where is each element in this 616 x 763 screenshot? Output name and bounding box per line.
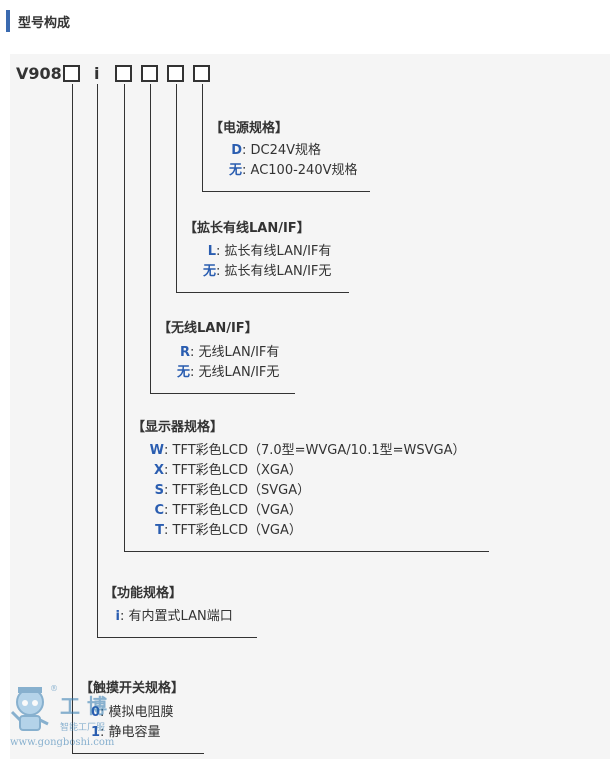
lan-if-item-desc: 拡长有线LAN/IF无 <box>224 264 332 279</box>
lan-if-item-code: 无 <box>202 264 216 279</box>
wireless-connector-hline <box>150 393 295 394</box>
display-item-sep: : <box>164 463 169 478</box>
lan-if-item-code: L <box>207 244 216 259</box>
power-connector-hline <box>202 191 370 192</box>
lan-if-item-desc: 拡长有线LAN/IF有 <box>224 244 332 259</box>
function-item-desc: 有内置式LAN端口 <box>128 609 233 624</box>
header-accent-bar <box>6 10 10 32</box>
watermark-url: www.gongboshi.com <box>10 737 115 748</box>
display-item-code: C <box>154 503 164 518</box>
display-connector-hline <box>124 551 489 552</box>
power-item-desc: AC100-240V规格 <box>250 163 358 178</box>
lan-if-item-sep: : <box>216 244 221 259</box>
touch-connector-vline <box>72 84 73 753</box>
display-item-sep: : <box>164 523 169 538</box>
power-item-sep: : <box>242 143 247 158</box>
lan-if-item: L: 拡长有线LAN/IF有 <box>194 240 332 259</box>
section-header: 型号构成 <box>0 0 616 42</box>
power-item-code: 无 <box>228 163 242 178</box>
touch-section-title: 【触摸开关规格】 <box>80 681 185 696</box>
display-slot-box <box>115 65 132 82</box>
function-item-code: i <box>115 609 120 624</box>
function-connector-vline <box>97 84 98 637</box>
lan-if-item-sep: : <box>216 264 221 279</box>
watermark-reg: ® <box>50 684 58 693</box>
touch-item-desc: 模拟电阻膜 <box>108 705 174 720</box>
display-item-code: X <box>153 463 164 478</box>
lan-if-connector-vline <box>176 84 177 292</box>
power-item-desc: DC24V规格 <box>250 143 322 158</box>
touch-item: 0: 模拟电阻膜 <box>84 701 174 720</box>
section-title: 型号构成 <box>18 16 71 31</box>
wireless-item-code: 无 <box>176 365 190 380</box>
display-connector-vline <box>124 84 125 551</box>
touch-item-code: 1 <box>90 725 100 740</box>
power-slot-box <box>193 65 210 82</box>
lan-if-connector-hline <box>176 292 349 293</box>
power-item-code: D <box>231 143 242 158</box>
display-item-sep: : <box>164 483 169 498</box>
watermark-sub: 智能工厂服 <box>60 723 106 733</box>
wireless-item-desc: 无线LAN/IF有 <box>198 345 280 360</box>
display-item: W: TFT彩色LCD（7.0型=WVGA/10.1型=WSVGA） <box>142 439 466 458</box>
model-i-char: i <box>94 64 100 83</box>
wireless-slot-box <box>141 65 158 82</box>
power-connector-vline <box>202 84 203 191</box>
watermark-brand: 工 博 <box>60 694 107 718</box>
display-item-desc: TFT彩色LCD（VGA） <box>172 523 302 538</box>
display-item-sep: : <box>164 443 169 458</box>
touch-item-code: 0 <box>90 705 100 720</box>
wireless-connector-vline <box>150 84 151 393</box>
lan-if-section-title: 【拡长有线LAN/IF】 <box>184 221 310 236</box>
display-item-desc: TFT彩色LCD（VGA） <box>172 503 302 518</box>
touch-item-sep: : <box>100 705 105 720</box>
display-item: T: TFT彩色LCD（VGA） <box>142 519 302 538</box>
function-connector-hline <box>97 637 257 638</box>
wireless-item: R: 无线LAN/IF有 <box>168 341 279 360</box>
wireless-item-desc: 无线LAN/IF无 <box>198 365 280 380</box>
power-section-title: 【电源规格】 <box>210 121 289 136</box>
lan-if-slot-box <box>167 65 184 82</box>
touch-slot-box <box>63 65 80 82</box>
display-item-sep: : <box>164 503 169 518</box>
function-item: i: 有内置式LAN端口 <box>106 605 233 624</box>
touch-item: 1: 静电容量 <box>84 721 161 740</box>
power-item-sep: : <box>242 163 247 178</box>
wireless-item-code: R <box>179 345 190 360</box>
touch-item-sep: : <box>100 725 105 740</box>
power-item: D: DC24V规格 <box>220 139 321 158</box>
display-section-title: 【显示器规格】 <box>132 420 224 435</box>
power-item: 无: AC100-240V规格 <box>220 159 358 178</box>
wireless-item-sep: : <box>190 345 195 360</box>
lan-if-item: 无: 拡长有线LAN/IF无 <box>194 260 331 279</box>
display-item-desc: TFT彩色LCD（7.0型=WVGA/10.1型=WSVGA） <box>172 443 466 458</box>
display-item-code: T <box>155 523 164 538</box>
display-item-desc: TFT彩色LCD（XGA） <box>172 463 302 478</box>
touch-connector-hline <box>72 753 204 754</box>
touch-item-desc: 静电容量 <box>108 725 161 740</box>
robot-mascot-icon <box>10 687 49 731</box>
display-item: S: TFT彩色LCD（SVGA） <box>142 479 310 498</box>
display-item: C: TFT彩色LCD（VGA） <box>142 499 302 518</box>
display-item-code: W <box>149 443 164 458</box>
wireless-section-title: 【无线LAN/IF】 <box>158 321 258 336</box>
wireless-item-sep: : <box>190 365 195 380</box>
display-item-code: S <box>154 483 164 498</box>
model-prefix: V908 <box>16 64 62 83</box>
display-item: X: TFT彩色LCD（XGA） <box>142 459 302 478</box>
model-diagram-panel <box>10 54 610 759</box>
wireless-item: 无: 无线LAN/IF无 <box>168 361 279 380</box>
function-section-title: 【功能规格】 <box>104 586 183 601</box>
display-item-desc: TFT彩色LCD（SVGA） <box>172 483 311 498</box>
watermark-logo: 工 博 ® 智能工厂服 www.gongboshi.com <box>8 682 198 752</box>
function-item-sep: : <box>120 609 125 624</box>
